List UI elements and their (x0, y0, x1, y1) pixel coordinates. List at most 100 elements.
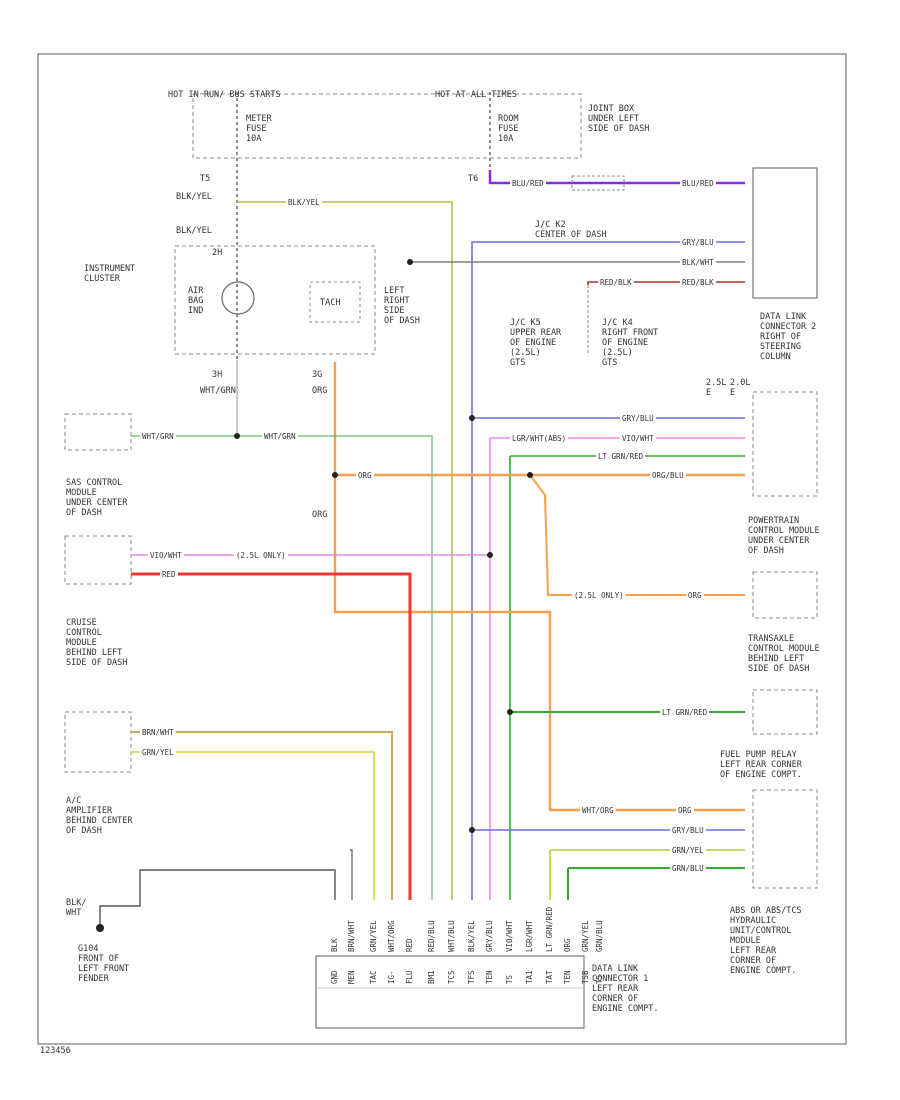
header-left-hot: HOT IN RUN/ BUS STARTS (168, 90, 281, 100)
joint-box (192, 93, 582, 159)
dlc1-pin-label: TEN (563, 970, 572, 984)
dlc1-wire-label: VIO/WHT (505, 920, 514, 952)
dlc1-label: DATA LINK CONNECTOR 1 LEFT REAR CORNER O… (592, 964, 659, 1014)
abs-label: ABS OR ABS/TCS HYDRAULIC UNIT/CONTROL MO… (730, 906, 802, 976)
dlc1-pin-label: TA1 (525, 970, 534, 984)
dlc1-pin-label: TS (505, 974, 514, 984)
blk-wht-ground: BLK/ WHT (66, 898, 87, 918)
dlc1-pin-label: MEN (347, 970, 356, 984)
dlc1-wire-label: RED/BLU (427, 920, 436, 952)
header-right-hot: HOT AT ALL TIMES (435, 90, 517, 100)
wire-org: ORG (356, 471, 374, 480)
label-org-vertical: ORG (312, 510, 328, 520)
wire-gry-blu-abs: GRY/BLU (670, 826, 706, 835)
col-25l: 2.5L E (706, 378, 727, 398)
dlc1-pin-label: TAC (369, 970, 378, 984)
wire-grn-blu-abs: GRN/BLU (670, 864, 706, 873)
wire-org-fuel: ORG (676, 806, 694, 815)
dlc1-pin-label: TCS (447, 970, 456, 984)
wire-grn-yel-ac: GRN/YEL (140, 748, 176, 757)
instrument-cluster-label: INSTRUMENT CLUSTER (84, 264, 136, 284)
dlc1-wire-label: RED (405, 938, 414, 952)
wire-red-blk: RED/BLK (598, 278, 634, 287)
meter-fuse: METER FUSE 10A (246, 114, 272, 144)
tcm-connector (752, 689, 818, 735)
label-org: ORG (312, 386, 328, 396)
dlc1-wire-label: GRY/BLU (485, 920, 494, 952)
wire-brn-wht: BRN/WHT (140, 728, 176, 737)
wire-wht-grn-2: WHT/GRN (262, 432, 298, 441)
abs-connector (752, 789, 818, 889)
dlc1-connector (315, 955, 585, 1029)
wire-gry-blu-top: GRY/BLU (680, 238, 716, 247)
instrument-cluster-box (174, 245, 376, 355)
wire-vio-wht: VIO/WHT (620, 434, 656, 443)
dlc1-pin-label: IG- (387, 970, 396, 984)
pcm-connector (752, 571, 818, 619)
dlc1-wire-label: BLK/YEL (467, 920, 476, 952)
fuel-relay-label: FUEL PUMP RELAY LEFT REAR CORNER OF ENGI… (720, 750, 802, 780)
cruise-control-module (64, 535, 132, 585)
label-pin-3g: 3G (312, 370, 323, 380)
dlc1-wire-label: GRN/YEL (581, 920, 590, 952)
dlc1-pin-label: TEN (485, 970, 494, 984)
dlc1-wire-label: LGR/WHT (525, 920, 534, 952)
dlc1-wire-label: BRN/WHT (347, 920, 356, 952)
tach-box (309, 281, 361, 323)
dlc1-pin-label: T5 (595, 974, 604, 984)
wire-lt-grn-red-tcm: LT GRN/RED (660, 708, 710, 717)
dlc1-wire-label: ORG (563, 938, 572, 952)
wire-grn-yel-abs: GRN/YEL (670, 846, 706, 855)
ground-point (96, 924, 104, 932)
ac-amplifier (64, 711, 132, 773)
wire-red-blk-2: RED/BLK (680, 278, 716, 287)
label-blk-yel: BLK/YEL (176, 192, 212, 202)
label-pin-2h: 2H (212, 248, 223, 258)
wire-org-pcm: ORG (686, 591, 704, 600)
label-pin-3h: 3H (212, 370, 223, 380)
col-20l: 2.0L E (730, 378, 751, 398)
dlc1-pin-label: BM1 (427, 970, 436, 984)
dlc1-wire-label: LT GRN/RED (545, 906, 554, 952)
label-wht-grn: WHT/GRN (200, 386, 236, 396)
air-bag-indicator (221, 281, 255, 315)
dlc2-connector (752, 167, 818, 299)
tcm-label: TRANSAXLE CONTROL MODULE BEHIND LEFT SID… (748, 634, 820, 674)
wire-red: RED (160, 570, 178, 579)
dlc1-pin-label: TAT (545, 970, 554, 984)
wire-wht-org: WHT/ORG (580, 806, 616, 815)
dlc1-wire-label: GRN/YEL (369, 920, 378, 952)
wire-vio-wht-cruise: VIO/WHT (148, 551, 184, 560)
jc-center-dash: J/C K2 CENTER OF DASH (535, 220, 607, 240)
dlc1-pin-label: FLU (405, 970, 414, 984)
sas-control-module (64, 413, 132, 451)
diagram-border (37, 53, 847, 1045)
label-blk-yel-2: BLK/YEL (176, 226, 212, 236)
dlc1-pin-label: GND (330, 970, 339, 984)
ground-label: G104 FRONT OF LEFT FRONT FENDER (78, 944, 130, 984)
jc-right-front: J/C K4 RIGHT FRONT OF ENGINE (2.5L) GTS (602, 318, 659, 368)
dlc2-lower-connector (752, 391, 818, 497)
room-fuse: ROOM FUSE 10A (498, 114, 519, 144)
ac-amp-label: A/C AMPLIFIER BEHIND CENTER OF DASH (66, 796, 133, 836)
wire-lgr-wht: LGR/WHT(ABS) (510, 434, 569, 443)
dlc1-wire-label: BLK (330, 938, 339, 952)
sas-label: SAS CONTROL MODULE UNDER CENTER OF DASH (66, 478, 128, 518)
tach-label: TACH (320, 298, 341, 308)
dlc1-pin-label: TFS (467, 970, 476, 984)
wire-blk-wht: BLK/WHT (680, 258, 716, 267)
junction-box-label: JOINT BOX UNDER LEFT SIDE OF DASH (588, 104, 650, 134)
dlc1-pin-label: TSB (581, 970, 590, 984)
dlc1-wire-label: GRN/BLU (595, 920, 604, 952)
pcm-label: POWERTRAIN CONTROL MODULE UNDER CENTER O… (748, 516, 820, 556)
cruise-label: CRUISE CONTROL MODULE BEHIND LEFT SIDE O… (66, 618, 128, 668)
footer-code: 123456 (40, 1046, 71, 1056)
wire-wht-grn: WHT/GRN (140, 432, 176, 441)
label-t5: T5 (200, 174, 211, 184)
wire-gry-blu-mid: GRY/BLU (620, 414, 656, 423)
label-t6: T6 (468, 174, 479, 184)
wire-blu-red-2: BLU/RED (680, 179, 716, 188)
air-bag-ind-label: AIR BAG IND (188, 286, 204, 316)
jc-upper-rear: J/C K5 UPPER REAR OF ENGINE (2.5L) GTS (510, 318, 562, 368)
